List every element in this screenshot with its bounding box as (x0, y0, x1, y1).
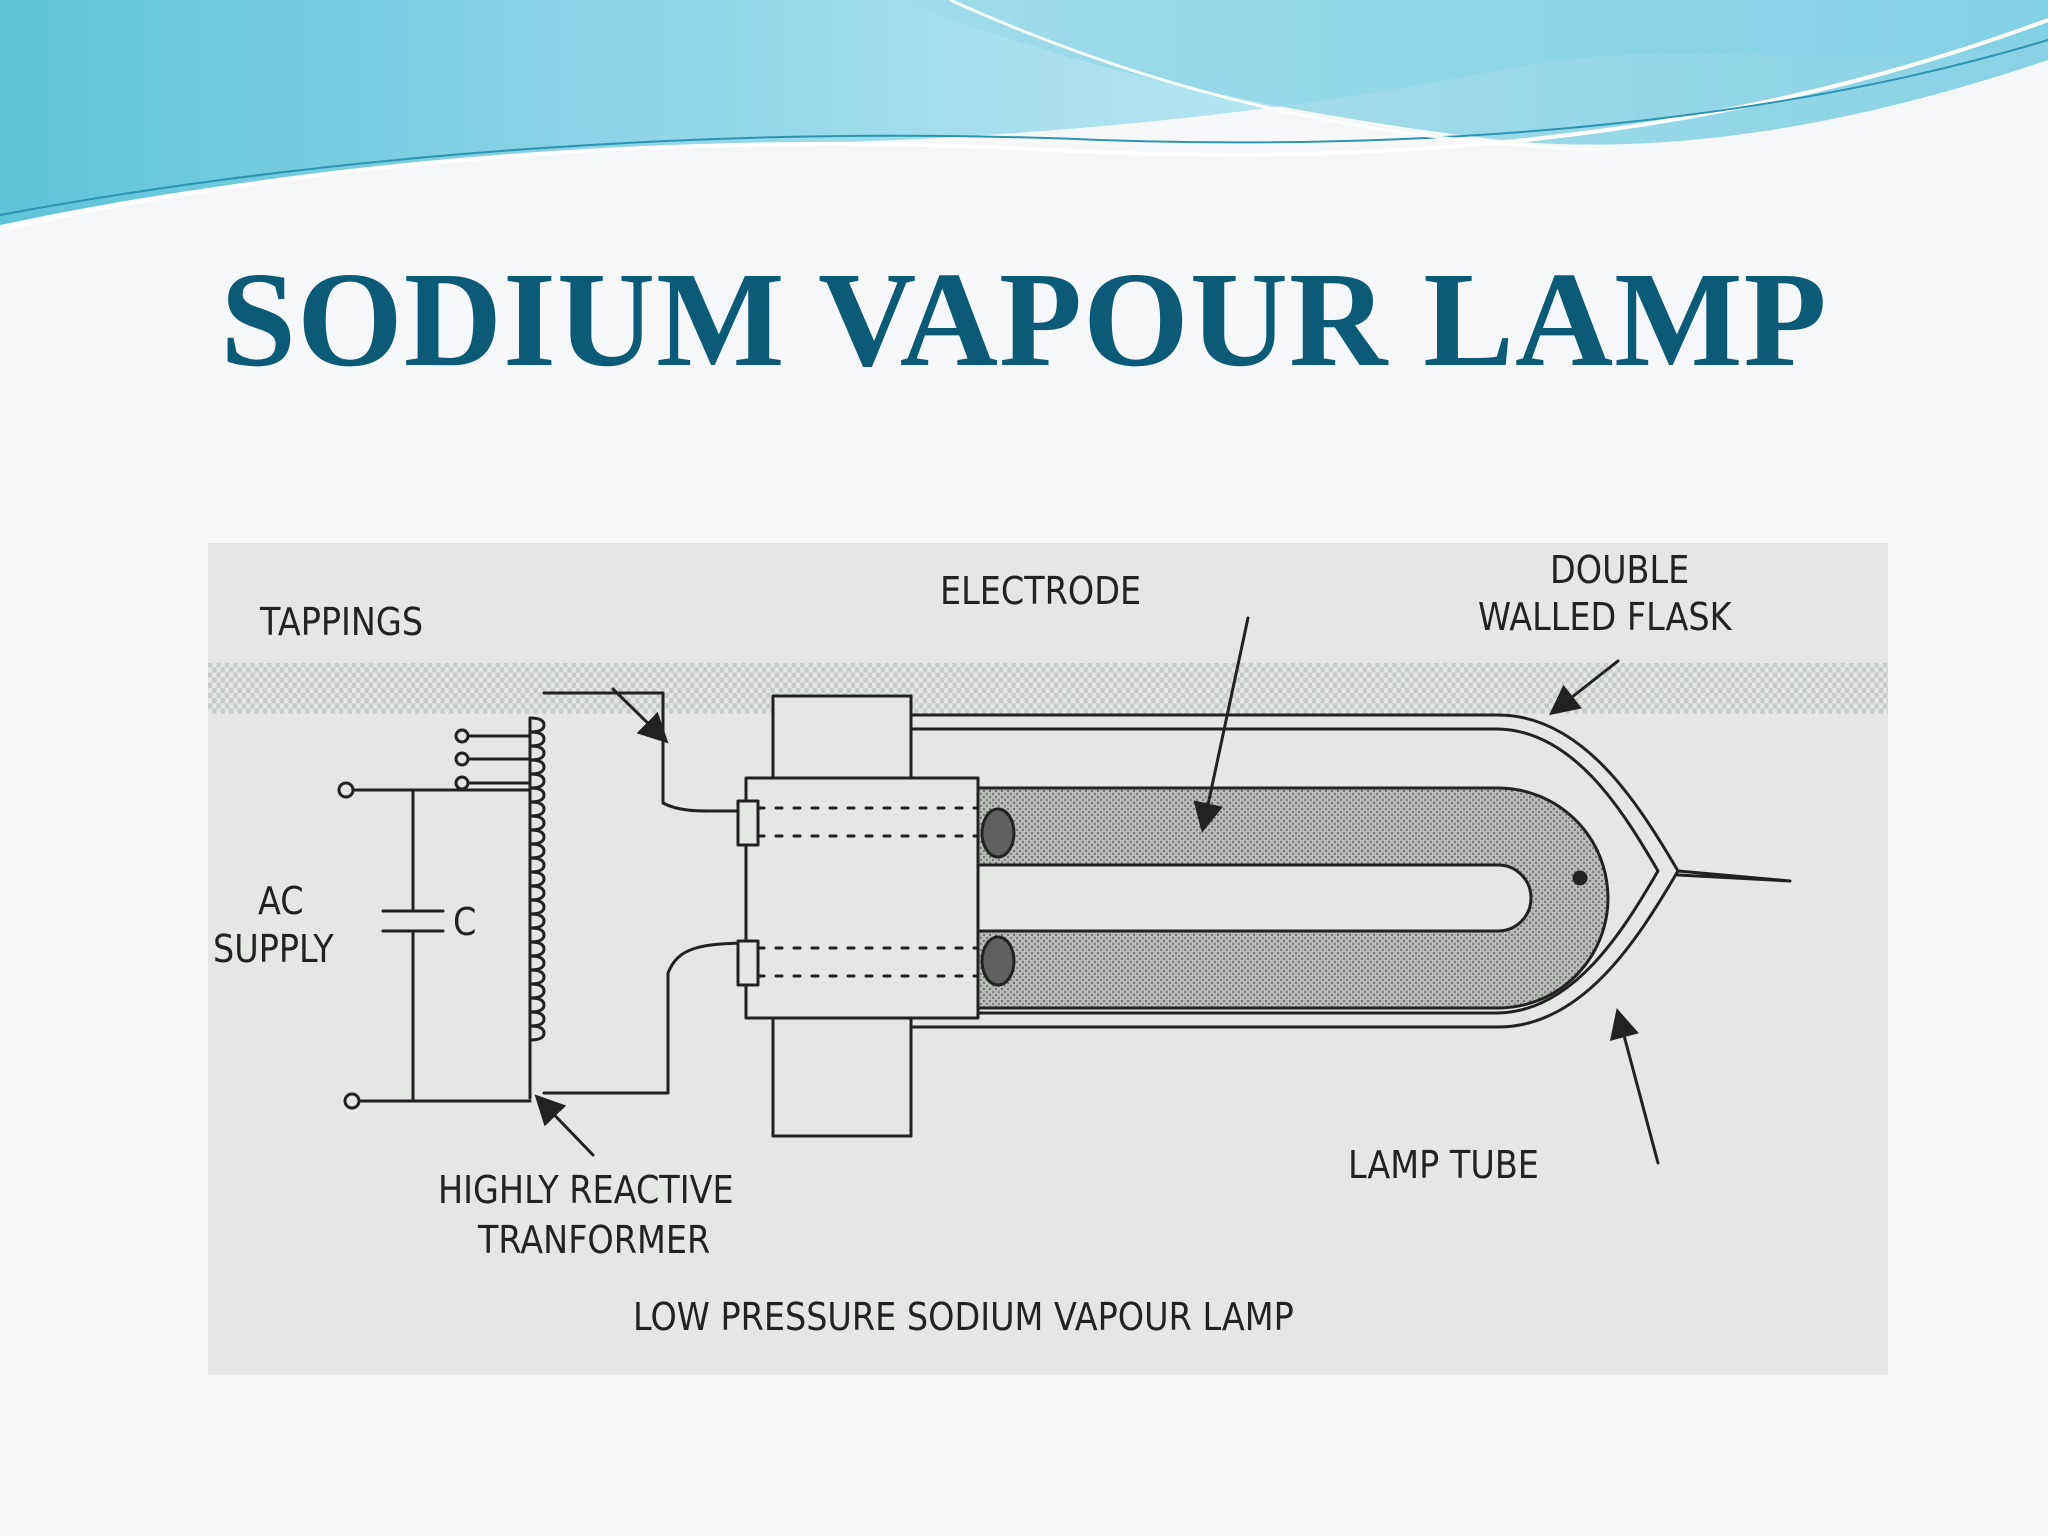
diagram-caption: LOW PRESSURE SODIUM VAPOUR LAMP (633, 1295, 1294, 1339)
label-transformer-line1: HIGHLY REACTIVE (438, 1168, 734, 1212)
label-flask-line2: WALLED FLASK (1478, 595, 1732, 639)
label-capacitor: C (453, 900, 477, 944)
double-walled-flask (909, 713, 1792, 1029)
label-electrode: ELECTRODE (940, 569, 1142, 613)
bleed-through-text: ▒▒▒▒▒▒▒▒▒▒▒▒▒▒▒▒▒▒▒▒▒▒▒▒▒▒▒▒▒▒▒▒▒▒▒▒▒▒▒▒… (208, 663, 1888, 714)
ac-supply-circuit (337, 781, 532, 1110)
header-wave-decoration (0, 0, 2048, 232)
transformer-coil (528, 691, 758, 1100)
label-ac: AC (258, 879, 304, 923)
slide-title: SODIUM VAPOUR LAMP (220, 245, 1828, 395)
label-transformer-line2: TRANFORMER (478, 1218, 711, 1262)
electrode-pins (736, 799, 1588, 987)
diagram-figure: ▒▒▒▒▒▒▒▒▒▒▒▒▒▒▒▒▒▒▒▒▒▒▒▒▒▒▒▒▒▒▒▒▒▒▒▒▒▒▒▒… (208, 543, 1888, 1375)
electrode-holder (744, 776, 980, 1020)
label-lamp-tube: LAMP TUBE (1348, 1143, 1539, 1187)
label-supply: SUPPLY (213, 927, 334, 971)
lamp-tube (976, 786, 1610, 1010)
sodium-lamp-diagram (337, 616, 1792, 1165)
label-arrows (534, 616, 1660, 1165)
label-flask-line1: DOUBLE (1550, 548, 1690, 592)
tapping-terminals (454, 728, 532, 791)
label-tappings: TAPPINGS (260, 600, 424, 644)
capacitor-symbol (381, 909, 445, 933)
